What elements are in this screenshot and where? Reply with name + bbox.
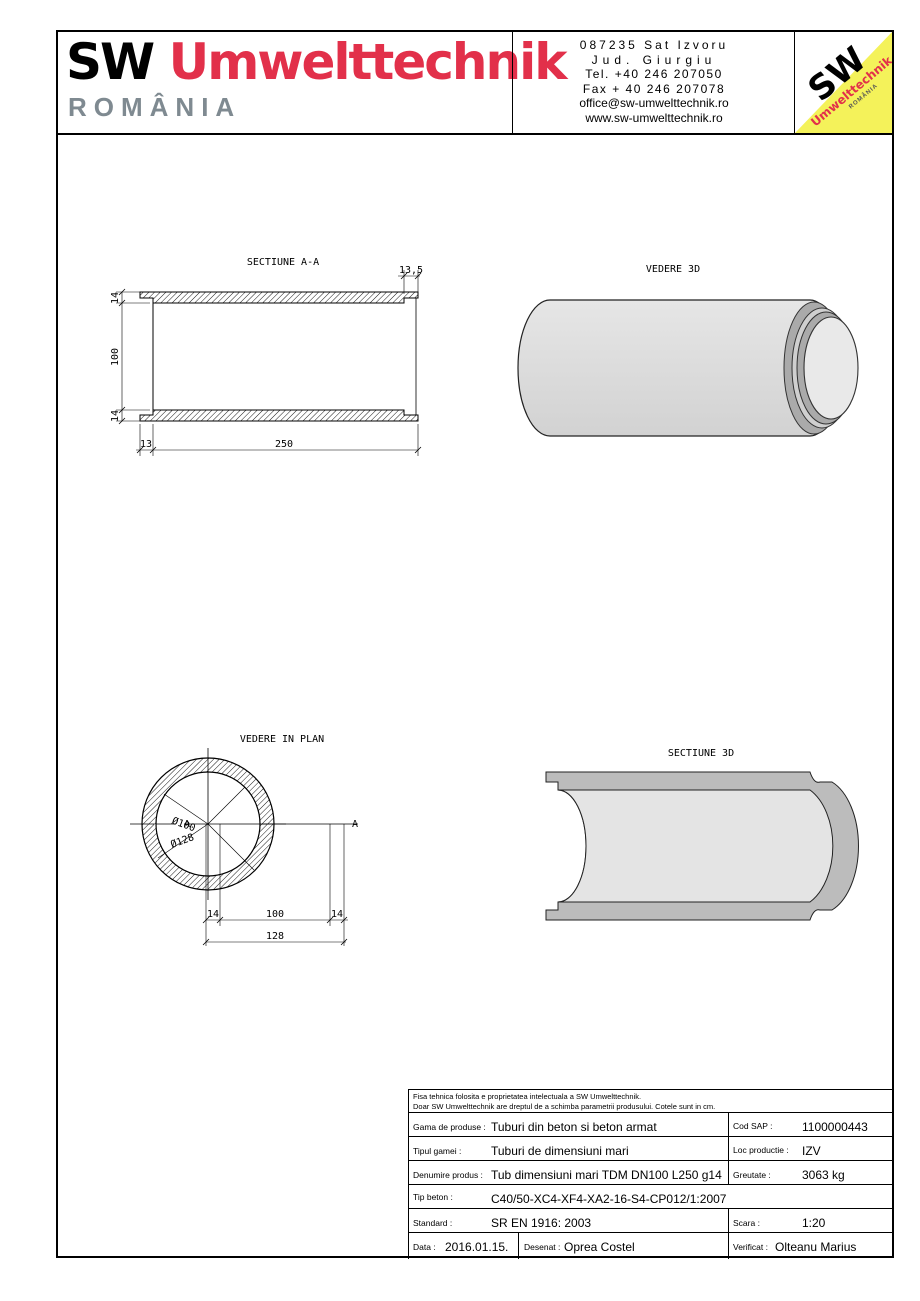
loc-label: Loc productie : xyxy=(733,1145,789,1155)
contact-block: 087235 Sat Izvoru Jud. Giurgiu Tel. +40 … xyxy=(514,38,794,125)
pipe-bore-face xyxy=(803,316,859,420)
desenat-value: Oprea Costel xyxy=(564,1240,635,1254)
gama-label: Gama de produse : xyxy=(413,1122,486,1132)
dim-plan-wall-left: 14 xyxy=(207,909,219,920)
company-logo: SW Umwelttechnik xyxy=(66,33,568,91)
scara-label: Scara : xyxy=(733,1218,760,1228)
denumire-label: Denumire produs : xyxy=(413,1170,483,1180)
row-tip-beton: Tip beton : C40/50-XC4-XF4-XA2-16-S4-CP0… xyxy=(409,1184,893,1206)
dim-wall-bottom: 14 xyxy=(110,410,121,422)
pipe-wall-top xyxy=(139,291,419,304)
logo-umwelttechnik: Umwelttechnik xyxy=(168,33,568,91)
email-link[interactable]: office@sw-umwelttechnik.ro xyxy=(579,96,729,110)
section-3d-drawing: SECTIUNE 3D xyxy=(545,748,859,921)
tip-beton-value: C40/50-XC4-XF4-XA2-16-S4-CP012/1:2007 xyxy=(491,1192,727,1206)
section-aa-drawing: SECTIUNE A-A 14 100 14 xyxy=(110,257,423,456)
note-line-1: Fisa tehnica folosita e proprietatea int… xyxy=(413,1092,642,1101)
row-data: Data : 2016.01.15. Desenat : Oprea Coste… xyxy=(409,1232,893,1254)
dim-wall-top: 14 xyxy=(110,292,121,304)
address-line: 087235 Sat Izvoru xyxy=(579,38,729,52)
plan-view-drawing: VEDERE IN PLAN Ø100 Ø128 A A 1 xyxy=(130,734,358,946)
header-divider xyxy=(512,32,513,133)
ownership-note: Fisa tehnica folosita e proprietatea int… xyxy=(413,1092,715,1112)
badge-yellow-triangle xyxy=(795,32,892,133)
section-mark-left: A xyxy=(184,819,190,830)
website-link[interactable]: www.sw-umwelttechnik.ro xyxy=(585,110,723,125)
greutate-label: Greutate : xyxy=(733,1170,771,1180)
badge-graphic: SW Umwelttechnik ROMÂNIA xyxy=(795,32,892,133)
loc-value: IZV xyxy=(802,1144,821,1158)
standard-value: SR EN 1916: 2003 xyxy=(491,1216,592,1230)
header: SW Umwelttechnik ROMÂNIA 087235 Sat Izvo… xyxy=(58,32,892,135)
phone-line: Tel. +40 246 207050 xyxy=(585,67,723,81)
technical-drawings: SECTIUNE A-A 14 100 14 xyxy=(110,257,859,946)
logo-sw: SW xyxy=(66,33,155,91)
dim-spigot: 13,5 xyxy=(399,265,423,276)
scara-value: 1:20 xyxy=(802,1216,826,1230)
greutate-value: 3063 kg xyxy=(802,1168,845,1182)
dim-plan-inner: 100 xyxy=(266,909,284,920)
note-line-2: Doar SW Umwelttechnik are dreptul de a s… xyxy=(413,1102,716,1111)
cod-label: Cod SAP : xyxy=(733,1121,773,1131)
dim-plan-wall-right: 14 xyxy=(331,909,343,920)
view-3d-drawing: VEDERE 3D xyxy=(517,264,859,437)
verificat-value: Olteanu Marius xyxy=(775,1240,857,1254)
tb-divider xyxy=(728,1112,729,1184)
title-block: Fisa tehnica folosita e proprietatea int… xyxy=(408,1089,893,1259)
data-value: 2016.01.15. xyxy=(445,1240,509,1254)
section-3d-inner xyxy=(557,789,834,903)
plan-view-title: VEDERE IN PLAN xyxy=(240,734,324,745)
row-standard: Standard : SR EN 1916: 2003 Scara : 1:20 xyxy=(409,1208,893,1230)
data-label: Data : xyxy=(413,1242,436,1252)
tb-divider xyxy=(518,1232,519,1259)
drawing-sheet: SW Umwelttechnik ROMÂNIA 087235 Sat Izvo… xyxy=(56,30,894,1259)
section-aa-title: SECTIUNE A-A xyxy=(247,257,319,268)
county-line: Jud. Giurgiu xyxy=(591,52,717,67)
dim-socket-depth: 13 xyxy=(140,439,152,450)
tb-divider xyxy=(728,1208,729,1259)
denumire-value: Tub dimensiuni mari TDM DN100 L250 g14 xyxy=(491,1168,722,1182)
header-divider xyxy=(794,32,795,133)
row-gama: Gama de produse : Tuburi din beton si be… xyxy=(409,1112,893,1134)
tip-beton-label: Tip beton : xyxy=(413,1192,453,1202)
section-3d-title: SECTIUNE 3D xyxy=(668,748,734,759)
dim-inner-diameter: 100 xyxy=(110,348,121,366)
view-3d-title: VEDERE 3D xyxy=(646,264,700,275)
label-d128: Ø128 xyxy=(169,831,196,851)
section-mark-right: A xyxy=(352,819,358,830)
row-tip-gamei: Tipul gamei : Tuburi de dimensiuni mari … xyxy=(409,1136,893,1158)
fax-line: Fax + 40 246 207078 xyxy=(582,81,726,96)
gama-value: Tuburi din beton si beton armat xyxy=(491,1120,657,1134)
tip-gamei-value: Tuburi de dimensiuni mari xyxy=(491,1144,629,1158)
pipe-wall-bottom xyxy=(139,409,419,422)
dim-plan-outer: 128 xyxy=(266,931,284,942)
row-denumire: Denumire produs : Tub dimensiuni mari TD… xyxy=(409,1160,893,1182)
sw-badge: SW Umwelttechnik ROMÂNIA xyxy=(795,32,892,133)
cod-value: 1100000443 xyxy=(802,1120,868,1134)
standard-label: Standard : xyxy=(413,1218,453,1228)
logo-country: ROMÂNIA xyxy=(68,92,242,122)
tip-gamei-label: Tipul gamei : xyxy=(413,1146,462,1156)
dim-length: 250 xyxy=(275,439,293,450)
desenat-label: Desenat : xyxy=(524,1242,561,1252)
verificat-label: Verificat : xyxy=(733,1242,768,1252)
